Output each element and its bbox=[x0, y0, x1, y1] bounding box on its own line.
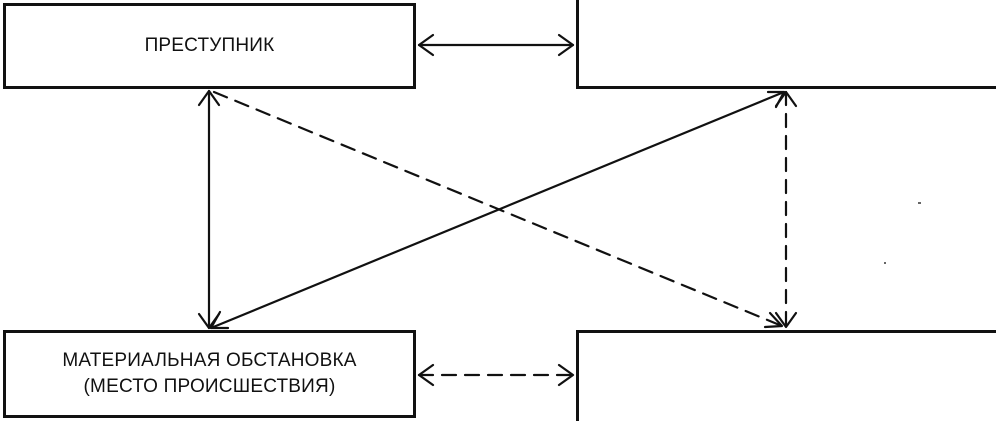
node-criminal-label: ПРЕСТУПНИК bbox=[144, 35, 275, 57]
scan-artifacts bbox=[884, 202, 921, 264]
edge-top-right-bottom-right bbox=[774, 90, 798, 329]
edge-criminal-bottom-right bbox=[212, 90, 784, 329]
edge-material-bottom-right bbox=[417, 363, 575, 387]
edge-criminal-material bbox=[197, 89, 221, 330]
node-material-setting-label: МАТЕРИАЛЬНАЯ ОБСТАНОВКА (МЕСТО ПРОИСШЕСТ… bbox=[62, 350, 357, 397]
node-criminal: ПРЕСТУПНИК bbox=[3, 3, 416, 89]
node-bottom-right bbox=[576, 330, 996, 421]
node-top-right bbox=[576, 0, 996, 89]
edge-material-top-right bbox=[209, 90, 786, 330]
edge-criminal-top-right bbox=[417, 33, 575, 57]
node-material-setting: МАТЕРИАЛЬНАЯ ОБСТАНОВКА (МЕСТО ПРОИСШЕСТ… bbox=[3, 330, 416, 418]
